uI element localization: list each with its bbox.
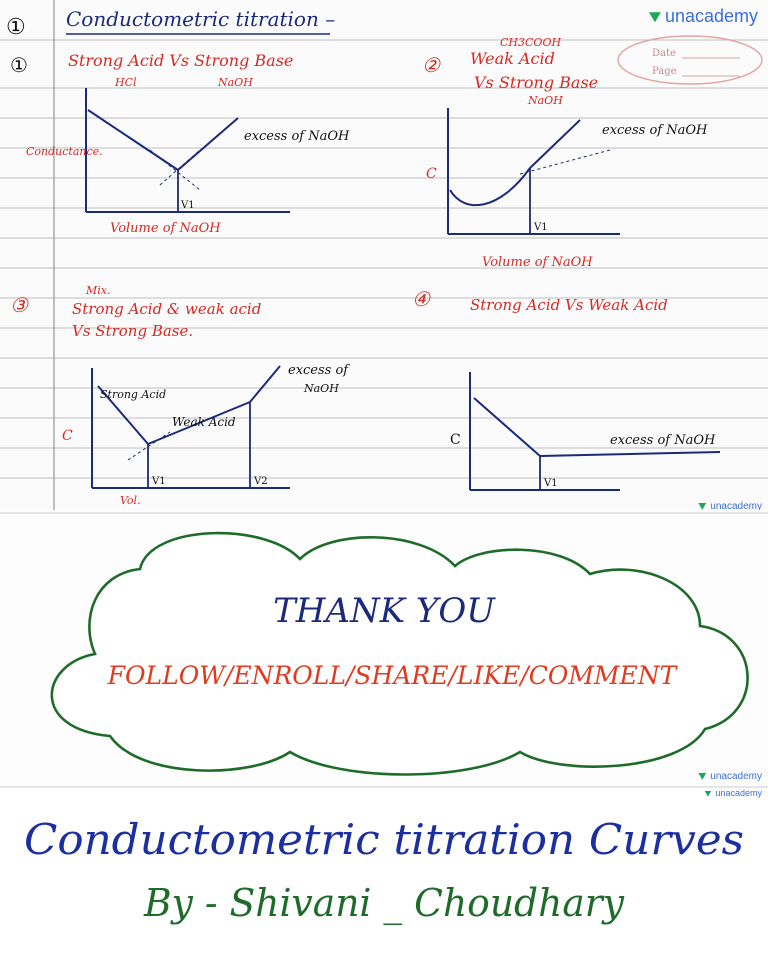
section-4-number: ④ [412,287,431,311]
section-3-number: ③ [10,293,29,317]
title-card: unacademy Conductometric titration Curve… [0,786,768,974]
section-1-number: ① [10,53,28,77]
section-3-label-weak: Weak Acid [172,415,236,429]
brand-logo-top: unacademy [648,6,758,27]
section-3-y-label: C [62,428,73,444]
section-1-y-label: Conductance. [26,145,103,158]
section-4-y-label: C [450,432,461,448]
section-3-x-label: Vol. [120,494,141,507]
brand-logo-thanks: unacademy [698,771,762,782]
brand-logo-notes: unacademy [698,501,762,510]
thank-you-panel: THANK YOU FOLLOW/ENROLL/SHARE/LIKE/COMME… [0,512,768,786]
brand-logo-title: unacademy [704,788,762,798]
section-2-x-label: Volume of NaOH [482,255,593,270]
brand-mark-icon [648,12,661,23]
section-2-annotation: excess of NaOH [602,123,708,138]
notes-sheet: ① Conductometric titration – Date Page ①… [0,0,768,510]
section-1-base: NaOH [217,76,253,89]
section-3-title2: Vs Strong Base. [72,322,193,340]
section-2-graph [447,108,620,235]
brand-mark-icon [704,790,712,797]
main-title: Conductometric titration Curves [24,815,744,864]
section-3-point-2: V2 [253,476,268,487]
section-2-title-top: CH3COOH [500,36,561,49]
call-to-action-text: FOLLOW/ENROLL/SHARE/LIKE/COMMENT [107,661,679,690]
section-1-point: V1 [180,200,195,211]
section-2-y-label: C [426,166,437,182]
section-1-acid: HCl [114,76,137,89]
section-1-annotation: excess of NaOH [244,129,350,144]
page-label: Page [652,66,677,77]
section-2-number: ② [422,53,441,77]
section-3-label-strong: Strong Acid [100,388,166,401]
section-4-point: V1 [543,478,558,489]
section-4-annotation: excess of NaOH [610,433,716,448]
brand-mark-icon [698,772,707,780]
section-4-graph [469,372,721,491]
section-2-title-mid: Weak Acid [470,49,555,68]
section-3-mix: Mix. [85,284,110,297]
thank-you-text: THANK YOU [273,591,496,631]
page-heading: Conductometric titration – [66,7,335,31]
notes-page: ① Conductometric titration – Date Page ①… [0,0,768,510]
ruled-lines [0,39,768,479]
section-2-base: NaOH [527,94,563,107]
section-1-title: Strong Acid Vs Strong Base [68,51,293,70]
section-1-graph [85,88,290,213]
brand-mark-icon [698,502,707,510]
thank-you-cloud: THANK YOU FOLLOW/ENROLL/SHARE/LIKE/COMME… [50,531,749,776]
section-3-title: Strong Acid & weak acid [72,300,261,318]
section-2-title-bottom: Vs Strong Base [474,73,598,92]
section-3-point-1: V1 [151,476,166,487]
section-3-annotation: excess of [288,363,350,378]
page-number: ① [6,15,26,40]
section-2-point: V1 [533,222,548,233]
date-label: Date [652,48,676,59]
section-3-graph [91,365,290,489]
title-card-text: Conductometric titration Curves By - Shi… [24,815,744,926]
section-4-title: Strong Acid Vs Weak Acid [470,296,668,314]
author-line: By - Shivani _ Choudhary [143,881,625,926]
section-1-x-label: Volume of NaOH [110,221,221,236]
section-3-annotation-2: NaOH [303,382,339,395]
